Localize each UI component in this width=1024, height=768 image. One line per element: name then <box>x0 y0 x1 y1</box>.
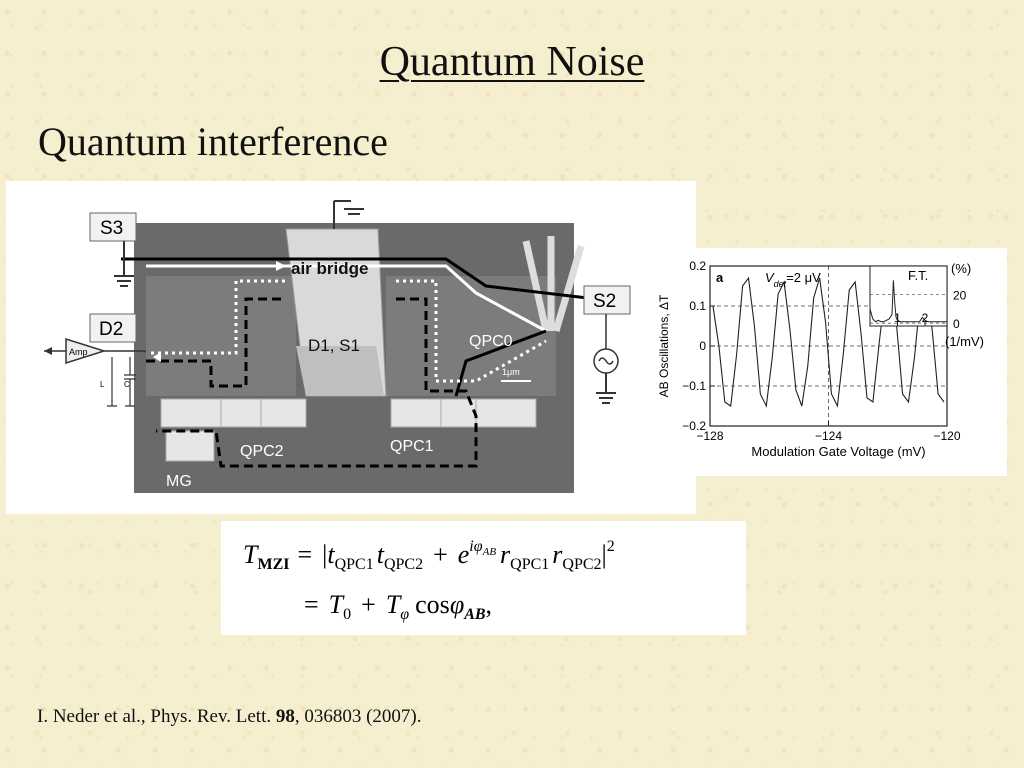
qpc2-label: QPC2 <box>240 443 284 460</box>
citation: I. Neder et al., Phys. Rev. Lett. 98, 03… <box>37 706 422 728</box>
d1s1-label: D1, S1 <box>308 336 360 355</box>
path-white-dotted <box>151 279 547 383</box>
lc-circuit-icon <box>107 357 136 407</box>
citation-rest: , 036803 (2007). <box>294 706 422 727</box>
inset-x-tick-label: 2 <box>922 311 929 325</box>
s3-label: S3 <box>100 218 123 239</box>
output-arrow-icon <box>44 347 52 355</box>
inset-ft-label: F.T. <box>908 268 928 283</box>
y-tick-label: −0.1 <box>682 379 706 393</box>
inset-y-unit: (%) <box>951 261 971 276</box>
inductor-label: L <box>100 380 105 389</box>
s3-label-box <box>89 212 137 242</box>
inset-y-tick-label: 0 <box>953 317 960 331</box>
x-tick-label: −128 <box>696 429 723 443</box>
s2-label: S2 <box>593 291 616 312</box>
y-tick-label: 0.1 <box>689 299 706 313</box>
y-tick-label: 0 <box>699 339 706 353</box>
device-figure-svg: 1μm S3 D2 Amp L C S2 air bridge D <box>44 200 631 493</box>
device-figure: 1μm S3 D2 Amp L C S2 air bridge D <box>6 181 696 514</box>
y-tick-label: −0.2 <box>682 419 706 433</box>
qpc0-label: QPC0 <box>469 333 513 350</box>
mg-label: MG <box>166 473 192 490</box>
y-tick-label: 0.2 <box>689 259 706 273</box>
gate-fingers <box>160 398 537 462</box>
citation-volume: 98 <box>275 706 295 727</box>
path-black-dashed <box>146 297 478 468</box>
mesa-left <box>146 276 296 396</box>
ground-icon-s3 <box>114 241 134 287</box>
vdet-annotation: Vdet=2 μV <box>765 270 821 289</box>
arrow-d2-icon <box>153 352 161 362</box>
inset-series-line <box>869 280 947 323</box>
inset-y-tick-label: 20 <box>953 289 967 303</box>
slide-subtitle: Quantum interference <box>38 119 388 164</box>
y-axis-label: AB Oscillations, ΔT <box>657 294 671 397</box>
x-tick-label: −124 <box>815 429 842 443</box>
d2-label: D2 <box>99 319 123 340</box>
series-line <box>712 276 945 408</box>
path-black-qpc <box>454 329 547 397</box>
scale-bar-label: 1μm <box>502 367 520 377</box>
air-bridge-base <box>296 346 384 396</box>
citation-authors: I. Neder et al., Phys. Rev. Lett. <box>37 706 276 727</box>
inset-x-unit: (1/mV) <box>945 334 984 349</box>
s2-label-box <box>583 285 631 315</box>
chart-svg: −0.2−0.100.10.2−128−124−120 a Vdet=2 μV … <box>657 259 984 459</box>
slide-title: Quantum Noise <box>379 39 645 85</box>
ground-icon-top <box>333 200 364 229</box>
qpc0-fan <box>522 236 585 332</box>
path-white-solid <box>146 264 547 333</box>
path-black-solid <box>121 257 597 301</box>
panel-label: a <box>716 270 724 285</box>
qpc1-label: QPC1 <box>390 438 434 455</box>
capacitor-label: C <box>124 380 130 389</box>
arrow-white-icon <box>276 261 286 271</box>
x-axis-label: Modulation Gate Voltage (mV) <box>751 444 925 459</box>
inset-x-tick-label: 1 <box>894 311 901 325</box>
x-tick-label: −120 <box>933 429 960 443</box>
ground-icon-s2 <box>596 373 616 404</box>
air-bridge-label: air bridge <box>291 259 368 278</box>
mesa-right <box>386 276 556 396</box>
amp-label: Amp <box>69 347 88 357</box>
inset-frame <box>869 265 948 327</box>
d2-label-box <box>89 313 137 343</box>
